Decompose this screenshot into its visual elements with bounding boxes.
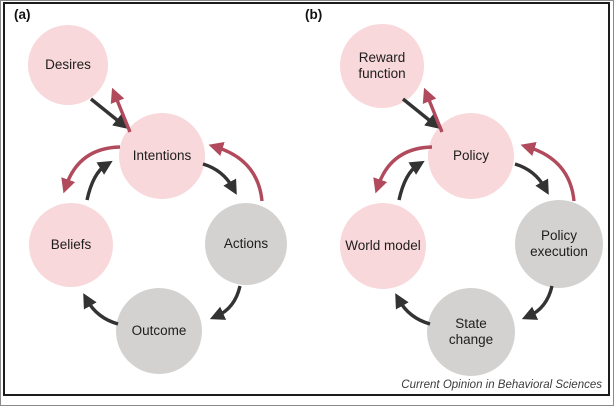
node-reward-function: Reward function (340, 24, 424, 108)
arrow-policy-execution-to-policy (520, 142, 576, 202)
arrow-intentions-to-desires (110, 87, 132, 133)
panel-b-label: (b) (305, 7, 323, 22)
arrow-intentions-to-beliefs (61, 145, 121, 194)
arrow-actions-to-outcome (209, 285, 242, 320)
journal-caption: Current Opinion in Behavioral Sciences (401, 379, 602, 391)
arrow-policy-execution-to-state-change (521, 285, 554, 320)
node-policy-label: Policy (452, 147, 489, 163)
arrow-reward-to-policy (401, 97, 441, 129)
panel-a-label: (a) (14, 7, 31, 22)
node-actions: Actions (205, 203, 287, 285)
arrow-beliefs-to-intentions (85, 160, 113, 201)
node-intentions: Intentions (119, 113, 205, 199)
node-beliefs-label: Beliefs (50, 236, 92, 252)
arrow-actions-to-intentions (208, 142, 264, 202)
arrow-policy-to-policy-execution (514, 162, 549, 195)
node-policy: Policy (428, 113, 514, 199)
arrow-state-change-to-world-model (395, 293, 431, 326)
arrow-desires-to-intentions (89, 97, 129, 129)
arrow-intentions-to-actions (202, 162, 237, 195)
node-state-change-label: State change (448, 315, 494, 347)
arrow-outcome-to-beliefs (83, 293, 119, 326)
node-outcome: Outcome (116, 288, 202, 374)
node-policy-execution-label: Policy execution (530, 227, 588, 259)
node-state-change: State change (427, 288, 515, 376)
node-beliefs: Beliefs (29, 203, 113, 287)
node-outcome-label: Outcome (131, 322, 187, 338)
arrow-world-model-to-policy (397, 160, 425, 201)
node-intentions-label: Intentions (132, 147, 192, 163)
arrow-policy-to-world-model (373, 145, 433, 194)
node-reward-function-label: Reward function (358, 49, 406, 81)
node-world-model: World model (340, 203, 426, 289)
node-actions-label: Actions (223, 235, 269, 251)
node-desires: Desires (28, 25, 108, 105)
node-policy-execution: Policy execution (515, 200, 603, 288)
node-desires-label: Desires (45, 56, 91, 72)
node-world-model-label: World model (345, 237, 421, 253)
